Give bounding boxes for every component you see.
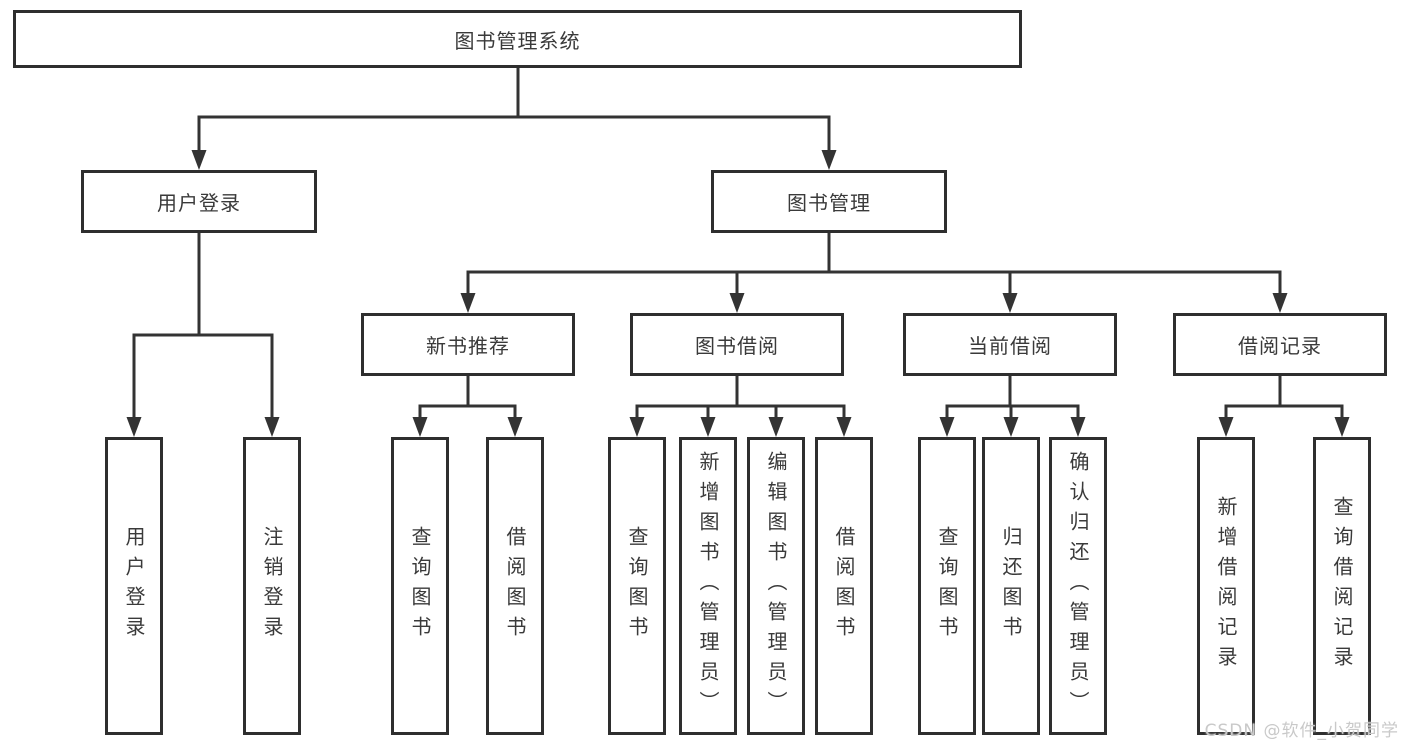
connector-borrow-record-children xyxy=(1218,376,1350,437)
csdn-watermark: CSDN @软件_小贺同学 xyxy=(1204,721,1399,741)
node-current-borrow: 当前借阅 xyxy=(903,313,1117,376)
node-label: 查询图书 xyxy=(408,526,432,646)
node-label: 图书管理 xyxy=(787,191,871,215)
node-book-borrow: 图书借阅 xyxy=(630,313,844,376)
node-user-login: 用户登录 xyxy=(81,170,317,233)
connector-new-book-children xyxy=(412,376,523,437)
leaf-confirm-return-admin: 确认归还（管理员） xyxy=(1049,437,1107,735)
node-label: 新书推荐 xyxy=(426,334,510,358)
leaf-add-books-admin: 新增图书（管理员） xyxy=(679,437,737,735)
node-book-management: 图书管理 xyxy=(711,170,947,233)
leaf-borrow-books: 借阅图书 xyxy=(815,437,873,735)
node-library-management-system: 图书管理系统 xyxy=(13,10,1022,68)
leaf-add-borrow-record: 新增借阅记录 xyxy=(1197,437,1255,735)
node-label: 查询图书 xyxy=(935,526,959,646)
node-label: 确认归还（管理员） xyxy=(1066,451,1090,721)
node-new-book-recommend: 新书推荐 xyxy=(361,313,575,376)
node-label: 新增图书（管理员） xyxy=(696,451,720,721)
node-label: 注销登录 xyxy=(260,526,284,646)
leaf-return-books: 归还图书 xyxy=(982,437,1040,735)
node-label: 图书管理系统 xyxy=(454,28,581,53)
connector-user-login-children xyxy=(126,233,280,437)
node-label: 归还图书 xyxy=(999,526,1023,646)
node-label: 图书借阅 xyxy=(695,334,779,358)
leaf-query-books-recommend: 查询图书 xyxy=(391,437,449,735)
connector-book-mgmt-to-level3 xyxy=(460,233,1288,313)
node-label: 查询借阅记录 xyxy=(1330,496,1354,676)
leaf-edit-books-admin: 编辑图书（管理员） xyxy=(747,437,805,735)
node-label: 当前借阅 xyxy=(968,334,1052,358)
node-label: 查询图书 xyxy=(625,526,649,646)
connector-current-borrow-children xyxy=(939,376,1086,437)
node-borrow-record: 借阅记录 xyxy=(1173,313,1387,376)
leaf-query-books-current: 查询图书 xyxy=(918,437,976,735)
node-label: 借阅图书 xyxy=(832,526,856,646)
node-label: 借阅图书 xyxy=(503,526,527,646)
leaf-query-borrow-record: 查询借阅记录 xyxy=(1313,437,1371,735)
node-label: 借阅记录 xyxy=(1238,334,1322,358)
node-label: 用户登录 xyxy=(157,191,241,215)
node-label: 编辑图书（管理员） xyxy=(764,451,788,721)
connector-book-borrow-children xyxy=(629,376,852,437)
leaf-logout: 注销登录 xyxy=(243,437,301,735)
node-label: 用户登录 xyxy=(122,526,146,646)
node-label: 新增借阅记录 xyxy=(1214,496,1238,676)
leaf-user-login: 用户登录 xyxy=(105,437,163,735)
leaf-query-books-borrow: 查询图书 xyxy=(608,437,666,735)
connector-root-to-level2 xyxy=(191,68,837,170)
leaf-borrow-books-recommend: 借阅图书 xyxy=(486,437,544,735)
